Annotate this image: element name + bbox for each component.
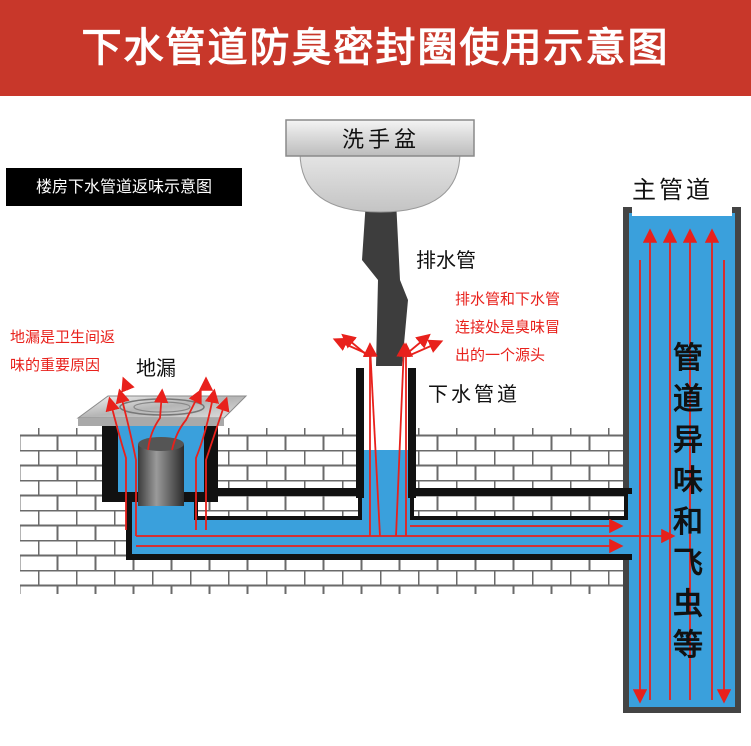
joint-note-line: 出的一个源头 xyxy=(455,346,546,364)
subtitle-box xyxy=(6,168,242,206)
floor-drain-label: 地漏 xyxy=(136,356,176,380)
floor-drain-note-line: 味的重要原因 xyxy=(10,356,101,374)
floor-drain-cylinder-top xyxy=(138,437,184,451)
floor-drain-note-line: 地漏是卫生间返 xyxy=(10,328,116,346)
vertical-char: 异 xyxy=(673,423,703,458)
floor-drain-grate-front xyxy=(78,418,224,426)
main-pipe-label: 主管道 xyxy=(632,176,713,204)
basin-label: 洗手盆 xyxy=(341,128,420,153)
page-title: 下水管道防臭密封圈使用示意图 xyxy=(81,25,670,71)
vertical-char: 管 xyxy=(673,341,703,376)
sewer-pipe-label: 下水管道 xyxy=(428,382,520,406)
vertical-char: 飞 xyxy=(673,546,703,581)
horizontal-pipe-inner xyxy=(194,492,362,520)
vertical-char: 和 xyxy=(673,505,703,540)
vertical-char: 虫 xyxy=(673,587,703,622)
vertical-char: 味 xyxy=(673,464,703,499)
basin-top xyxy=(285,119,475,157)
subtitle: 楼房下水管道返味示意图 xyxy=(35,177,212,196)
diagram-canvas xyxy=(20,119,741,713)
basin-bowl xyxy=(299,151,461,213)
main-pipe-vertical-text: 管 道 异 味 和 飞 虫 等 xyxy=(666,338,710,666)
drain-pipe xyxy=(362,200,408,366)
drain-pipe-label: 排水管 xyxy=(416,248,476,272)
vertical-char: 道 xyxy=(673,382,703,417)
odor-arrows xyxy=(105,228,732,704)
joint-note-line: 排水管和下水管 xyxy=(455,290,561,308)
horizontal-pipe-inner-right xyxy=(410,492,628,520)
vertical-char: 等 xyxy=(673,628,703,663)
main-pipe-top-gap xyxy=(632,206,732,216)
joint-note-line: 连接处是臭味冒 xyxy=(455,318,561,336)
floor-drain-cylinder xyxy=(138,444,184,506)
title-banner xyxy=(0,0,751,96)
